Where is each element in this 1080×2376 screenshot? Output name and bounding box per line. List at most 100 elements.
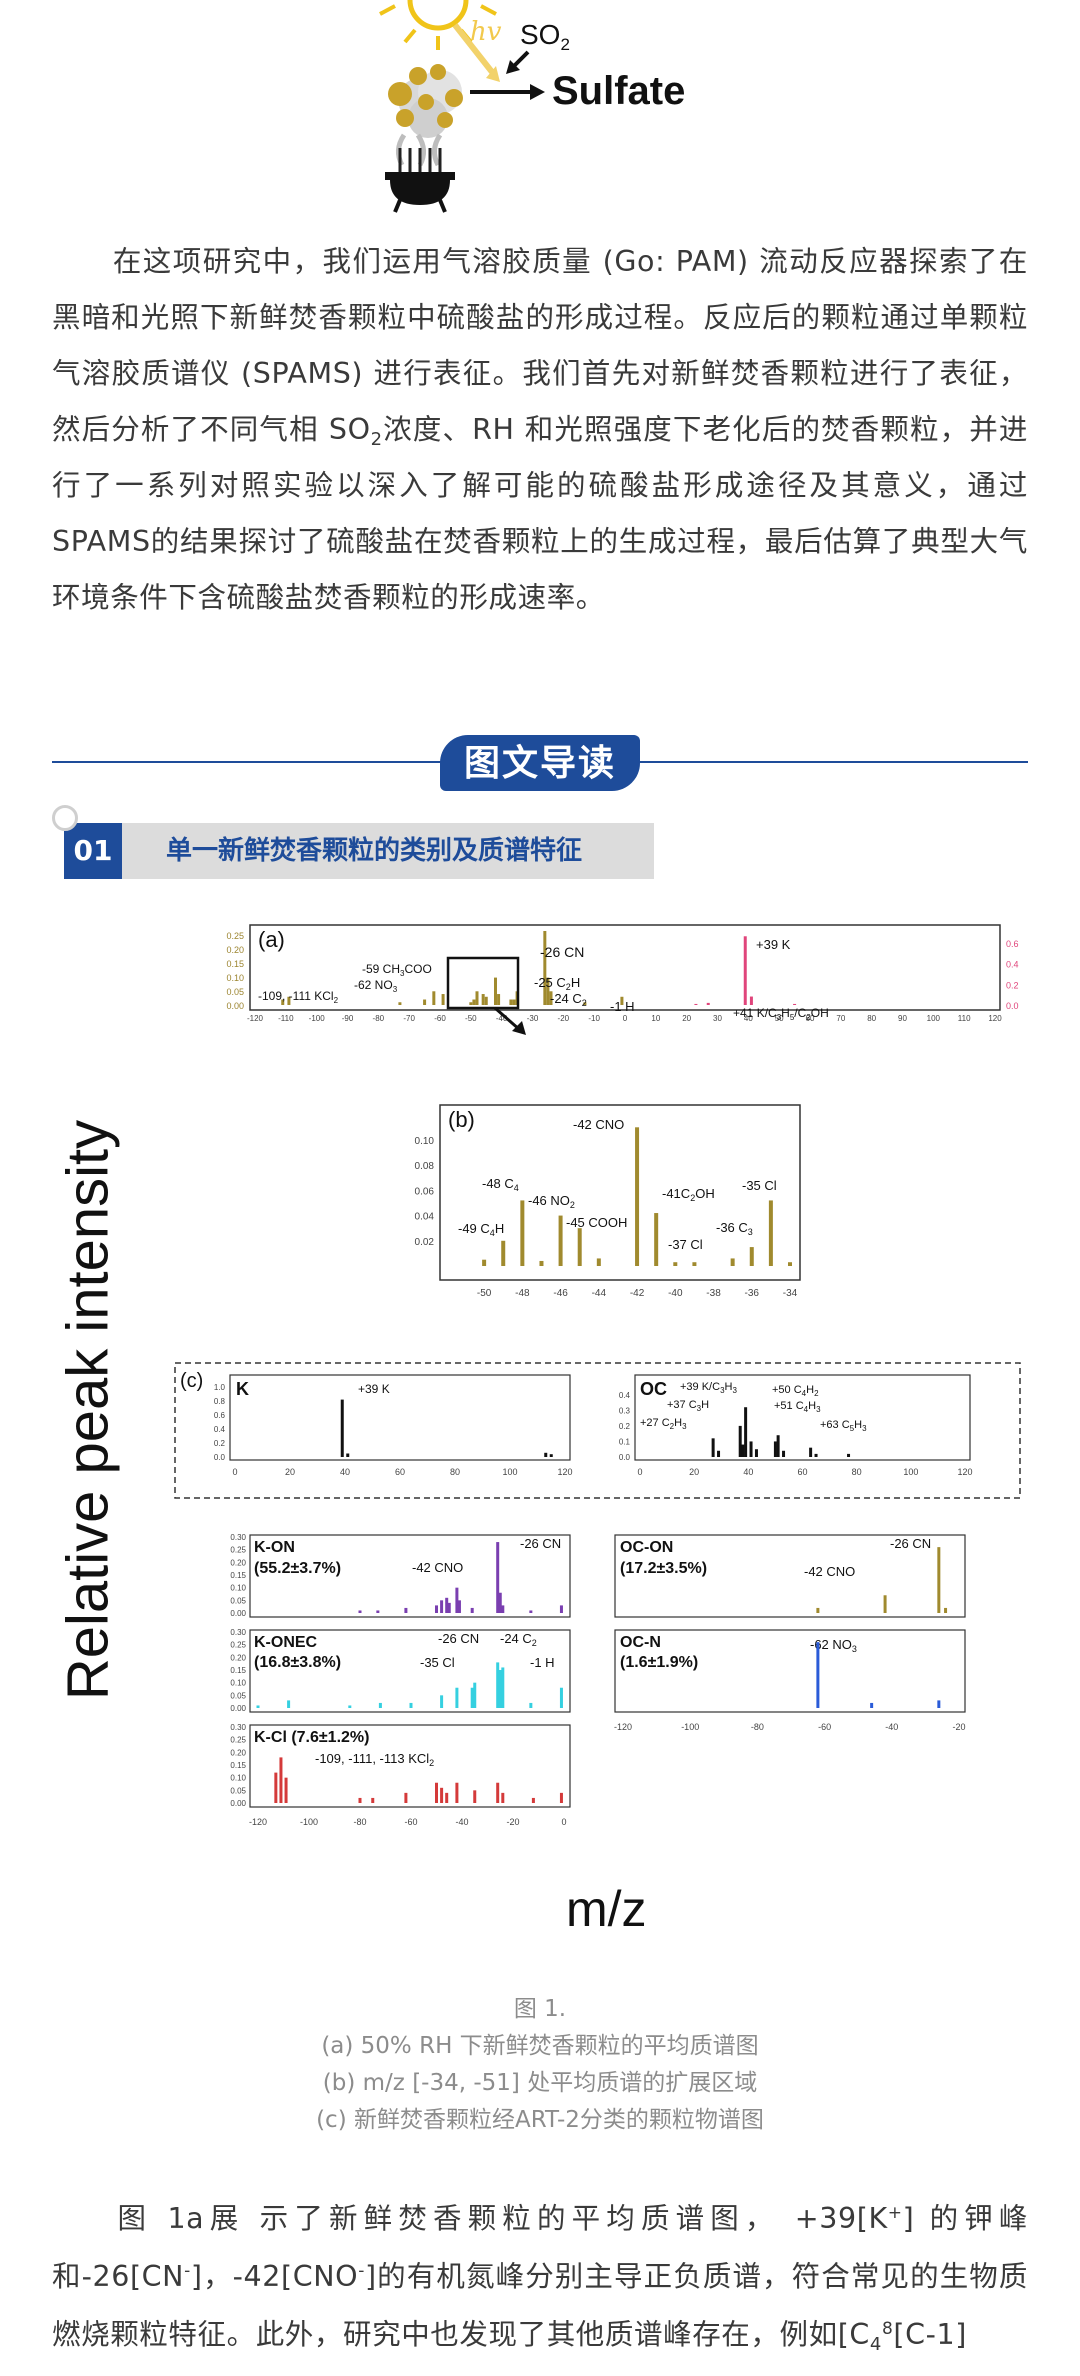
panel-a-bar — [469, 1002, 473, 1005]
oc-panel-xtick: -60 — [818, 1722, 831, 1732]
panel-a-ann-ch3coo: -59 CH3COO — [362, 962, 432, 978]
class-panel-bar — [559, 1792, 563, 1803]
panel-c-oc-ann2: +50 C4H2 — [772, 1384, 819, 1398]
class-panel-ytick: 0.15 — [230, 1761, 246, 1770]
class-panel-bar — [358, 1610, 362, 1613]
class-panel-ytick: 0.05 — [230, 1691, 246, 1700]
panel-c-k-bar — [549, 1454, 553, 1457]
panel-a-xtick: -80 — [373, 1014, 385, 1023]
panel-a-xtick: 70 — [836, 1014, 845, 1023]
panel-a-xtick: -50 — [465, 1014, 477, 1023]
panel-a-bar — [441, 994, 445, 1005]
panel-b-ann-cl37: -37 Cl — [668, 1237, 703, 1252]
panel-b-bar — [768, 1200, 773, 1266]
panel-a-ann-k: +39 K — [756, 937, 791, 952]
panel-a-bar — [475, 991, 479, 1005]
panel-a-xtick: -110 — [278, 1014, 294, 1023]
panel-a-bar-pos — [694, 1003, 698, 1005]
panel-c-oc-bar — [814, 1453, 818, 1457]
class-panel-ytick: 0.15 — [230, 1666, 246, 1675]
panel-a-ann-kcl: -109, -111 KCl2 — [258, 989, 339, 1005]
panel-a-bar — [509, 999, 513, 1005]
panel-a-ytick: 0.10 — [226, 973, 244, 983]
class-panel-bar — [445, 1597, 449, 1613]
panel-b-ytick: 0.10 — [415, 1136, 435, 1147]
panel-b-xtick: -34 — [783, 1288, 798, 1299]
panel-c-k-xtick: 60 — [395, 1467, 405, 1477]
intro-so2-subscript: 2 — [370, 429, 383, 450]
body-sup-minus-2: - — [358, 2261, 365, 2281]
panel-a-bar — [423, 999, 427, 1005]
oc-panel-bar — [937, 1700, 941, 1708]
hv-label: hv — [470, 17, 502, 47]
so2-label: SO2 — [520, 19, 570, 54]
kon-ann-cno: -42 CNO — [412, 1560, 463, 1575]
panel-c-oc-ytick: 0.4 — [619, 1391, 631, 1400]
panel-c-oc-bar — [809, 1447, 813, 1457]
section-title-badge: 图文导读 — [440, 735, 640, 791]
panel-a-xtick: 40 — [744, 1014, 753, 1023]
panel-a-xtick: -90 — [342, 1014, 354, 1023]
body-sup-8: 8 — [881, 2319, 894, 2339]
panel-c-oc-bar — [744, 1407, 748, 1457]
class-panel-ytick: 0.10 — [230, 1679, 246, 1688]
class-panels: K-ON (55.2±3.7%) -26 CN -42 CNO K-ONEC (… — [230, 1533, 966, 1827]
panel-c-oc-xtick: 120 — [957, 1467, 972, 1477]
panel-b-xtick: -48 — [515, 1288, 530, 1299]
oc-panel-bar — [937, 1547, 941, 1613]
panel-c-oc-xtick: 20 — [689, 1467, 699, 1477]
panel-b-xtick: -50 — [477, 1288, 492, 1299]
konec-ann-cn: -26 CN — [438, 1631, 479, 1646]
panel-a-xtick: -120 — [247, 1014, 264, 1023]
panel-b-bar — [730, 1258, 735, 1266]
panel-b-bar — [596, 1258, 601, 1266]
class-panel-bar — [440, 1695, 444, 1708]
class-panel-bar — [404, 1792, 408, 1803]
class-panel-ytick: 0.20 — [230, 1748, 246, 1757]
konec-percent: (16.8±3.8%) — [254, 1654, 341, 1671]
panel-a-ytick: 0.20 — [226, 945, 244, 955]
panel-a-bar — [481, 994, 485, 1005]
oc-panel-xtick: -40 — [885, 1722, 898, 1732]
class-panel-bar — [501, 1792, 505, 1803]
ocon-percent: (17.2±3.5%) — [620, 1560, 707, 1577]
class-panel-bar — [435, 1605, 438, 1613]
class-panel-bar — [440, 1600, 444, 1613]
class-panel-bar — [371, 1797, 375, 1803]
panel-a-bar — [620, 996, 624, 1005]
panel-c-oc-ann5: +27 C2H3 — [640, 1417, 687, 1431]
panel-c-oc-xtick: 80 — [852, 1467, 862, 1477]
class-panel-bar — [440, 1787, 444, 1803]
panel-b-ann-cl: -35 Cl — [742, 1178, 777, 1193]
panel-c-oc-title: OC — [640, 1379, 667, 1399]
panel-c-oc-xtick: 60 — [797, 1467, 807, 1477]
panel-a-bar-pos — [749, 996, 753, 1005]
kon-title: K-ON — [254, 1539, 295, 1556]
oc-panel-bar — [816, 1607, 820, 1613]
kon-percent: (55.2±3.7%) — [254, 1560, 341, 1577]
class-panel-bar — [274, 1772, 278, 1803]
class-panel-bar — [559, 1687, 563, 1708]
class-panel-bar — [457, 1600, 461, 1613]
class-panel-ytick: 0.10 — [230, 1584, 246, 1593]
panel-c-oc-ytick: 0.0 — [619, 1453, 631, 1462]
body-text-c: ]，-42[CNO — [190, 2260, 359, 2293]
body-text-b: ] 的钾峰和-26[CN — [52, 2202, 1028, 2293]
panel-b-xtick: -38 — [706, 1288, 721, 1299]
panel-a-label: (a) — [258, 927, 285, 952]
class-panel-bar — [531, 1797, 535, 1803]
class-panel-bar — [404, 1607, 408, 1613]
panel-a-xtick: 80 — [867, 1014, 876, 1023]
class-panel-ytick: 0.25 — [230, 1546, 246, 1555]
class-panel-ytick: 0.30 — [230, 1533, 246, 1542]
class-panel-ytick: 0.30 — [230, 1628, 246, 1637]
ocon-title: OC-ON — [620, 1539, 673, 1556]
panel-a-xtick: -60 — [434, 1014, 446, 1023]
subsection-bar — [64, 823, 654, 879]
panel-a-xtick: -20 — [558, 1014, 570, 1023]
panel-b-xtick: -42 — [630, 1288, 645, 1299]
panel-a-ann-c2: -24 C2 — [550, 991, 587, 1008]
class-panel-bar — [498, 1592, 502, 1613]
panel-a-bar — [497, 994, 501, 1005]
